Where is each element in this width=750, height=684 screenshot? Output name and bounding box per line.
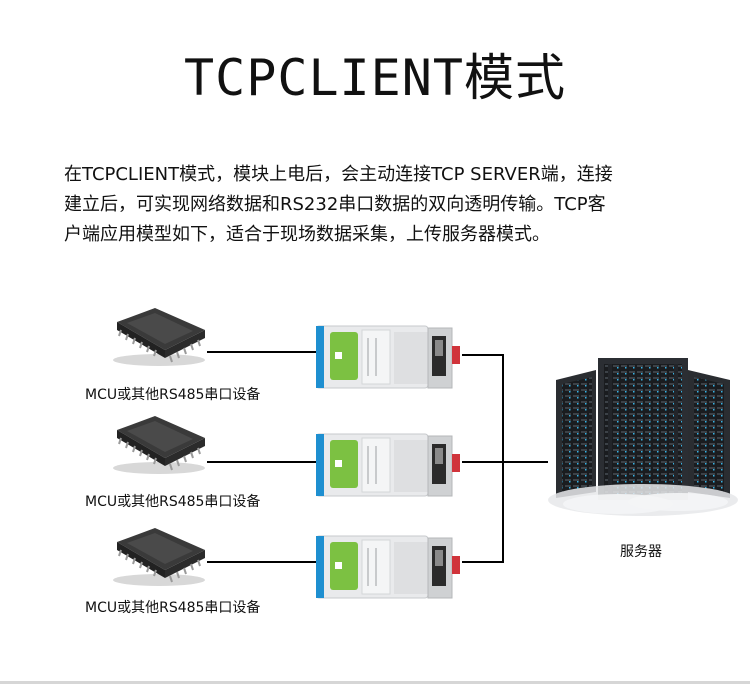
serial-server-module-icon — [316, 325, 460, 389]
page-title: TCPCLIENT模式 — [184, 49, 566, 107]
device-label: MCU或其他RS485串口设备 — [85, 494, 261, 510]
description: 在TCPCLIENT模式，模块上电后，会主动连接TCP SERVER端，连接 建… — [64, 160, 704, 250]
bottom-divider — [0, 681, 750, 684]
serial-server-module-icon — [316, 535, 460, 599]
description-line: 户端应用模型如下，适合于现场数据采集，上传服务器模式。 — [64, 224, 550, 245]
device-label: MCU或其他RS485串口设备 — [85, 600, 261, 616]
server-label: 服务器 — [620, 544, 662, 560]
mcu-chip-icon — [113, 528, 205, 586]
server-rack-icon — [548, 358, 738, 516]
device-label: MCU或其他RS485串口设备 — [85, 387, 261, 403]
description-line: 在TCPCLIENT模式，模块上电后，会主动连接TCP SERVER端，连接 — [64, 164, 613, 185]
mcu-chip-icon — [113, 416, 205, 474]
mcu-chip-icon — [113, 308, 205, 366]
description-line: 建立后，可实现网络数据和RS232串口数据的双向透明传输。TCP客 — [64, 194, 606, 215]
serial-server-module-icon — [316, 433, 460, 497]
